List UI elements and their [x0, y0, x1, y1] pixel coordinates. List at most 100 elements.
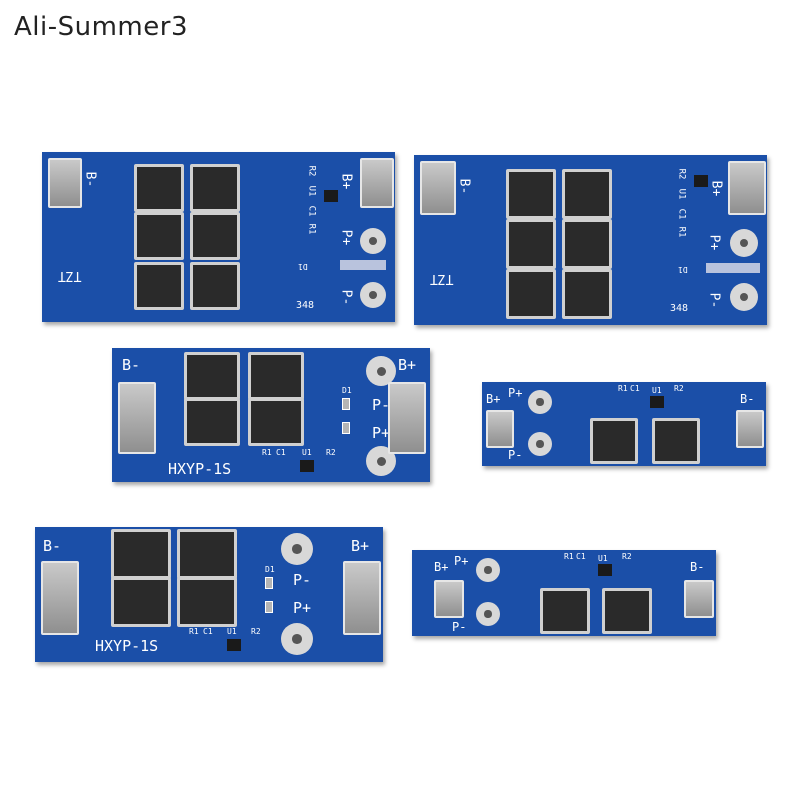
output-positive-hole [360, 228, 386, 254]
p-plus-label: P+ [706, 234, 722, 251]
protection-ic [650, 396, 664, 408]
mosfet [184, 352, 240, 400]
p-plus-label: P+ [372, 424, 391, 442]
pcb-board-4: B+ P+ P- R1 C1 U1 R2 B- [482, 382, 766, 466]
mosfet [184, 398, 240, 446]
brand-label: TZT [58, 268, 82, 283]
output-positive-hole [281, 623, 313, 655]
d1-label: D1 [678, 265, 688, 274]
p-plus-label: P+ [508, 386, 523, 400]
battery-positive-pad [434, 580, 464, 618]
p-minus-label: P- [338, 289, 354, 306]
u1-label: U1 [676, 188, 687, 200]
mosfet [562, 269, 612, 319]
battery-negative-pad [118, 382, 156, 454]
battery-positive-pad [388, 382, 426, 454]
mosfet [506, 169, 556, 219]
pcb-board-3: B- D1 P- P+ B+ HXYP-1S R1 C1 U1 R2 [112, 348, 430, 482]
pcb-board-5: B- D1 P- P+ B+ HXYP-1S R1 C1 U1 R2 [35, 527, 383, 662]
battery-negative-pad [684, 580, 714, 618]
mosfet [248, 352, 304, 400]
mosfet [652, 418, 700, 464]
copper-strip [706, 263, 760, 273]
r1-label: R1 [676, 226, 687, 238]
mosfet [190, 262, 240, 310]
d1-label: D1 [342, 386, 352, 395]
r2-label: R2 [676, 168, 687, 180]
mosfet [562, 219, 612, 269]
mosfet [248, 398, 304, 446]
u1-label: U1 [598, 554, 608, 563]
r2-label: R2 [306, 165, 317, 177]
pcb-board-6: B+ P+ P- R1 C1 U1 R2 B- [412, 550, 716, 636]
b-minus-label: B- [456, 178, 472, 195]
p-minus-label: P- [293, 571, 312, 589]
r2-label: R2 [251, 627, 261, 636]
copper-strip [340, 260, 386, 270]
output-positive-hole [528, 390, 552, 414]
output-negative-hole [366, 356, 396, 386]
d1-label: D1 [265, 565, 275, 574]
b-plus-label: B+ [398, 356, 417, 374]
model-label: HXYP-1S [95, 637, 159, 655]
p-minus-label: P- [508, 448, 523, 462]
output-negative-hole [730, 283, 758, 311]
mosfet [177, 577, 237, 627]
r1-label: R1 [189, 627, 199, 636]
r2-label: R2 [674, 384, 684, 393]
mosfet [602, 588, 652, 634]
u1-label: U1 [302, 448, 312, 457]
b-minus-label: B- [43, 537, 62, 555]
battery-positive-pad [360, 158, 394, 208]
mosfet [134, 212, 184, 260]
r1-label: R1 [306, 223, 317, 235]
u1-label: U1 [227, 627, 237, 636]
p-plus-label: P+ [338, 229, 354, 246]
battery-negative-pad [41, 561, 79, 635]
output-positive-hole [730, 229, 758, 257]
d1-label: D1 [298, 262, 308, 271]
mosfet [134, 164, 184, 212]
c1-label: C1 [306, 205, 317, 217]
battery-positive-pad [486, 410, 514, 448]
mosfet [506, 219, 556, 269]
p-minus-label: P- [452, 620, 467, 634]
diode [265, 601, 273, 613]
r2-label: R2 [622, 552, 632, 561]
protection-ic [598, 564, 612, 576]
p-minus-label: P- [372, 396, 391, 414]
protection-ic [300, 460, 314, 472]
c1-label: C1 [676, 208, 687, 220]
p-plus-label: P+ [293, 599, 312, 617]
output-positive-hole [476, 558, 500, 582]
b-minus-label: B- [740, 392, 755, 406]
b-plus-label: B+ [338, 173, 354, 190]
p-minus-label: P- [706, 292, 722, 309]
c1-label: C1 [276, 448, 286, 457]
diode [342, 398, 350, 410]
r1-label: R1 [564, 552, 574, 561]
u1-label: U1 [306, 185, 317, 197]
protection-ic [694, 175, 708, 187]
p-plus-label: P+ [454, 554, 469, 568]
output-negative-hole [360, 282, 386, 308]
c1-label: C1 [576, 552, 586, 561]
output-negative-hole [528, 432, 552, 456]
b-minus-label: B- [82, 171, 98, 188]
b-plus-label: B+ [708, 180, 724, 197]
brand-label: TZT [430, 271, 454, 286]
output-negative-hole [476, 602, 500, 626]
model-label: HXYP-1S [168, 460, 232, 478]
c1-label: C1 [630, 384, 640, 393]
battery-negative-pad [736, 410, 764, 448]
mosfet [590, 418, 638, 464]
watermark-text: Ali-Summer3 [14, 12, 188, 42]
protection-ic [324, 190, 338, 202]
board-code-label: 348 [670, 303, 689, 314]
mosfet [190, 164, 240, 212]
mosfet [177, 529, 237, 579]
mosfet [506, 269, 556, 319]
battery-negative-pad [420, 161, 456, 215]
output-negative-hole [281, 533, 313, 565]
b-plus-label: B+ [351, 537, 370, 555]
